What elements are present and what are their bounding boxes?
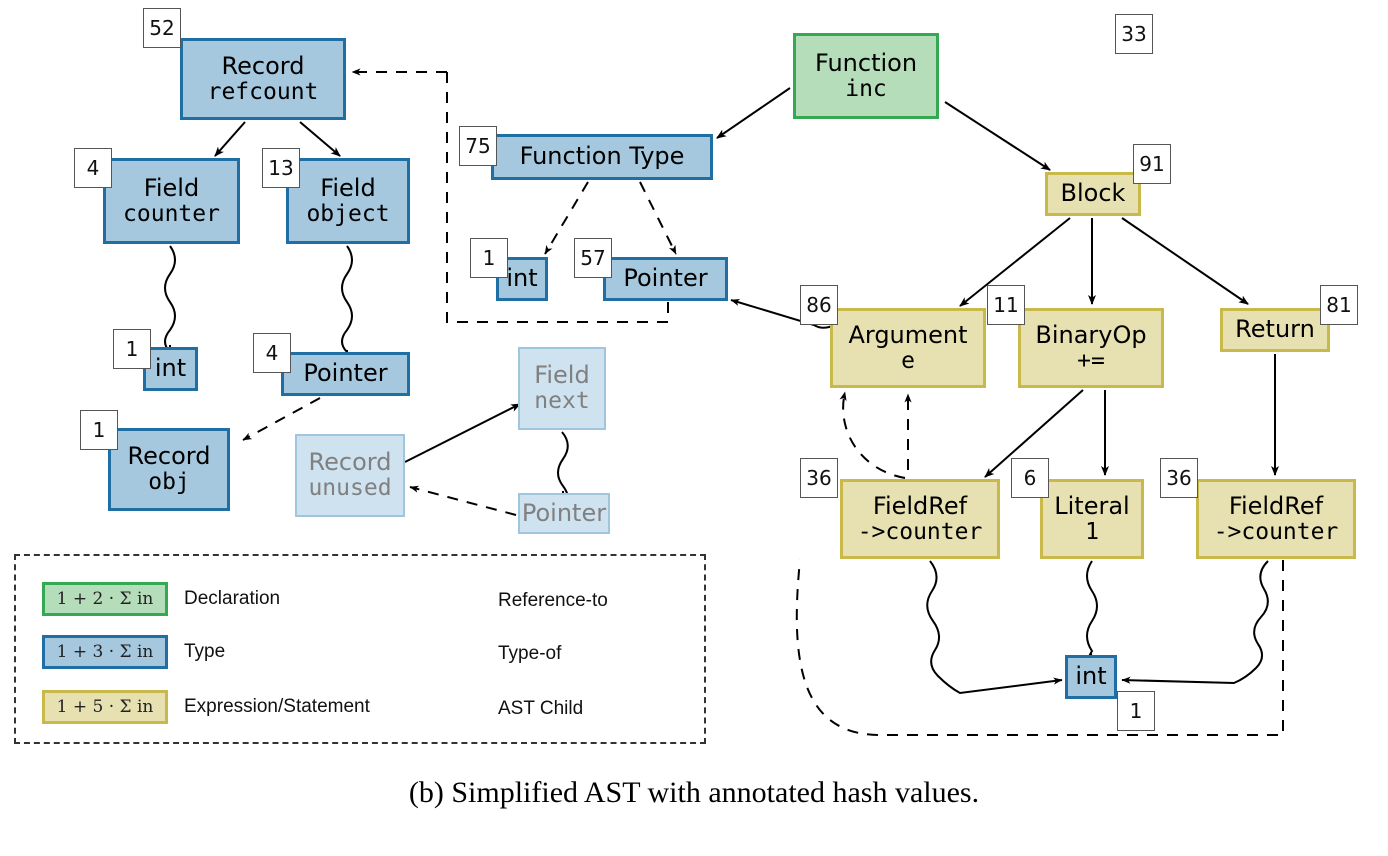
node-binaryop[interactable]: BinaryOp+= bbox=[1018, 308, 1164, 388]
node-label-secondary: next bbox=[534, 388, 590, 415]
legend-label-declaration: Declaration bbox=[184, 588, 281, 609]
legend-row-type: 1 + 3 · Σ in Type bbox=[42, 635, 225, 669]
hash-badge-function-type: 75 bbox=[459, 126, 497, 166]
node-label-primary: Literal bbox=[1054, 491, 1130, 520]
hash-badge-pointer-left: 4 bbox=[253, 333, 291, 373]
node-label-secondary: ->counter bbox=[857, 518, 983, 545]
node-label-primary: BinaryOp bbox=[1035, 320, 1147, 349]
hash-badge-pointer-fntype: 57 bbox=[574, 238, 612, 278]
node-label-secondary: unused bbox=[308, 475, 392, 502]
node-label-primary: Pointer bbox=[623, 264, 708, 293]
node-label-primary: int bbox=[1075, 662, 1107, 691]
node-label-primary: int bbox=[154, 354, 187, 383]
hash-badge-int-left: 1 bbox=[113, 329, 151, 369]
node-label-primary: Field bbox=[320, 173, 376, 202]
hash-badge-field-counter: 4 bbox=[74, 148, 112, 188]
node-label-primary: Record bbox=[308, 448, 392, 477]
node-label-primary: Pointer bbox=[303, 359, 388, 388]
node-label-primary: Argument bbox=[848, 320, 968, 349]
hash-badge-argument: 86 bbox=[800, 285, 838, 325]
hash-badge-return: 81 bbox=[1320, 285, 1358, 325]
node-fieldref-right[interactable]: FieldRef->counter bbox=[1196, 479, 1356, 559]
node-label-primary: Block bbox=[1060, 179, 1126, 208]
node-label-secondary: ->counter bbox=[1213, 518, 1339, 545]
node-label-secondary: e bbox=[901, 347, 915, 374]
node-int-bottom[interactable]: int bbox=[1065, 655, 1117, 699]
legend-label-type-of: Type-of bbox=[498, 643, 562, 664]
node-label-secondary: obj bbox=[148, 469, 190, 496]
node-label-primary: FieldRef bbox=[872, 491, 968, 520]
node-label-primary: Record bbox=[127, 442, 211, 471]
legend-label-reference-to: Reference-to bbox=[498, 590, 608, 611]
node-label-primary: FieldRef bbox=[1228, 491, 1324, 520]
node-pointer-faded[interactable]: Pointer bbox=[518, 493, 610, 534]
node-pointer-left[interactable]: Pointer bbox=[281, 352, 410, 396]
legend-label-ast-child: AST Child bbox=[498, 698, 584, 719]
node-pointer-fntype[interactable]: Pointer bbox=[603, 257, 728, 301]
legend-swatch-expression: 1 + 5 · Σ in bbox=[42, 690, 168, 724]
node-label-primary: Record bbox=[221, 51, 305, 80]
node-label-primary: Function bbox=[814, 48, 918, 77]
legend-panel: 1 + 2 · Σ in Declaration 1 + 3 · Σ in Ty… bbox=[14, 554, 706, 744]
hash-badge-record-obj: 1 bbox=[80, 410, 118, 450]
hash-badge-int-fntype: 1 bbox=[470, 238, 508, 278]
hash-badge-binaryop: 11 bbox=[987, 285, 1025, 325]
ast-child-edges bbox=[214, 87, 1279, 478]
legend-label-type: Type bbox=[184, 641, 226, 662]
node-label-primary: Field bbox=[143, 173, 200, 202]
node-block[interactable]: Block bbox=[1045, 172, 1141, 216]
hash-badge-fieldref-right: 36 bbox=[1160, 458, 1198, 498]
node-label-primary: Function Type bbox=[519, 142, 685, 171]
hash-badge-record-refcount: 52 bbox=[143, 8, 181, 48]
hash-badge-literal-1: 6 bbox=[1011, 458, 1049, 498]
node-int-left[interactable]: int bbox=[143, 347, 198, 391]
node-label-primary: Return bbox=[1235, 315, 1315, 344]
node-label-secondary: inc bbox=[845, 75, 887, 102]
legend-swatch-type: 1 + 3 · Σ in bbox=[42, 635, 168, 669]
hash-badge-int-bottom: 1 bbox=[1117, 691, 1155, 731]
hash-badge-field-object: 13 bbox=[262, 148, 300, 188]
legend-label-expression: Expression/Statement bbox=[184, 696, 370, 717]
figure-caption: (b) Simplified AST with annotated hash v… bbox=[408, 776, 980, 809]
node-return[interactable]: Return bbox=[1220, 308, 1330, 352]
node-label-secondary: += bbox=[1077, 347, 1105, 374]
node-label-secondary: 1 bbox=[1085, 518, 1099, 545]
hash-badge-fieldref-left: 36 bbox=[800, 458, 838, 498]
legend-row-declaration: 1 + 2 · Σ in Declaration bbox=[42, 582, 280, 616]
legend-row-expression: 1 + 5 · Σ in Expression/Statement bbox=[42, 690, 370, 724]
node-label-primary: Field bbox=[534, 361, 590, 390]
node-label-secondary: refcount bbox=[207, 78, 319, 105]
node-fieldref-left[interactable]: FieldRef->counter bbox=[840, 479, 1000, 559]
hash-badge-block: 91 bbox=[1133, 144, 1171, 184]
node-label-secondary: counter bbox=[123, 200, 220, 227]
node-function-type[interactable]: Function Type bbox=[491, 134, 713, 180]
node-label-primary: int bbox=[506, 264, 538, 293]
node-label-primary: Pointer bbox=[521, 498, 607, 527]
legend-swatch-declaration: 1 + 2 · Σ in bbox=[42, 582, 168, 616]
hash-badge-function-inc: 33 bbox=[1115, 14, 1153, 54]
node-label-secondary: object bbox=[306, 200, 390, 227]
